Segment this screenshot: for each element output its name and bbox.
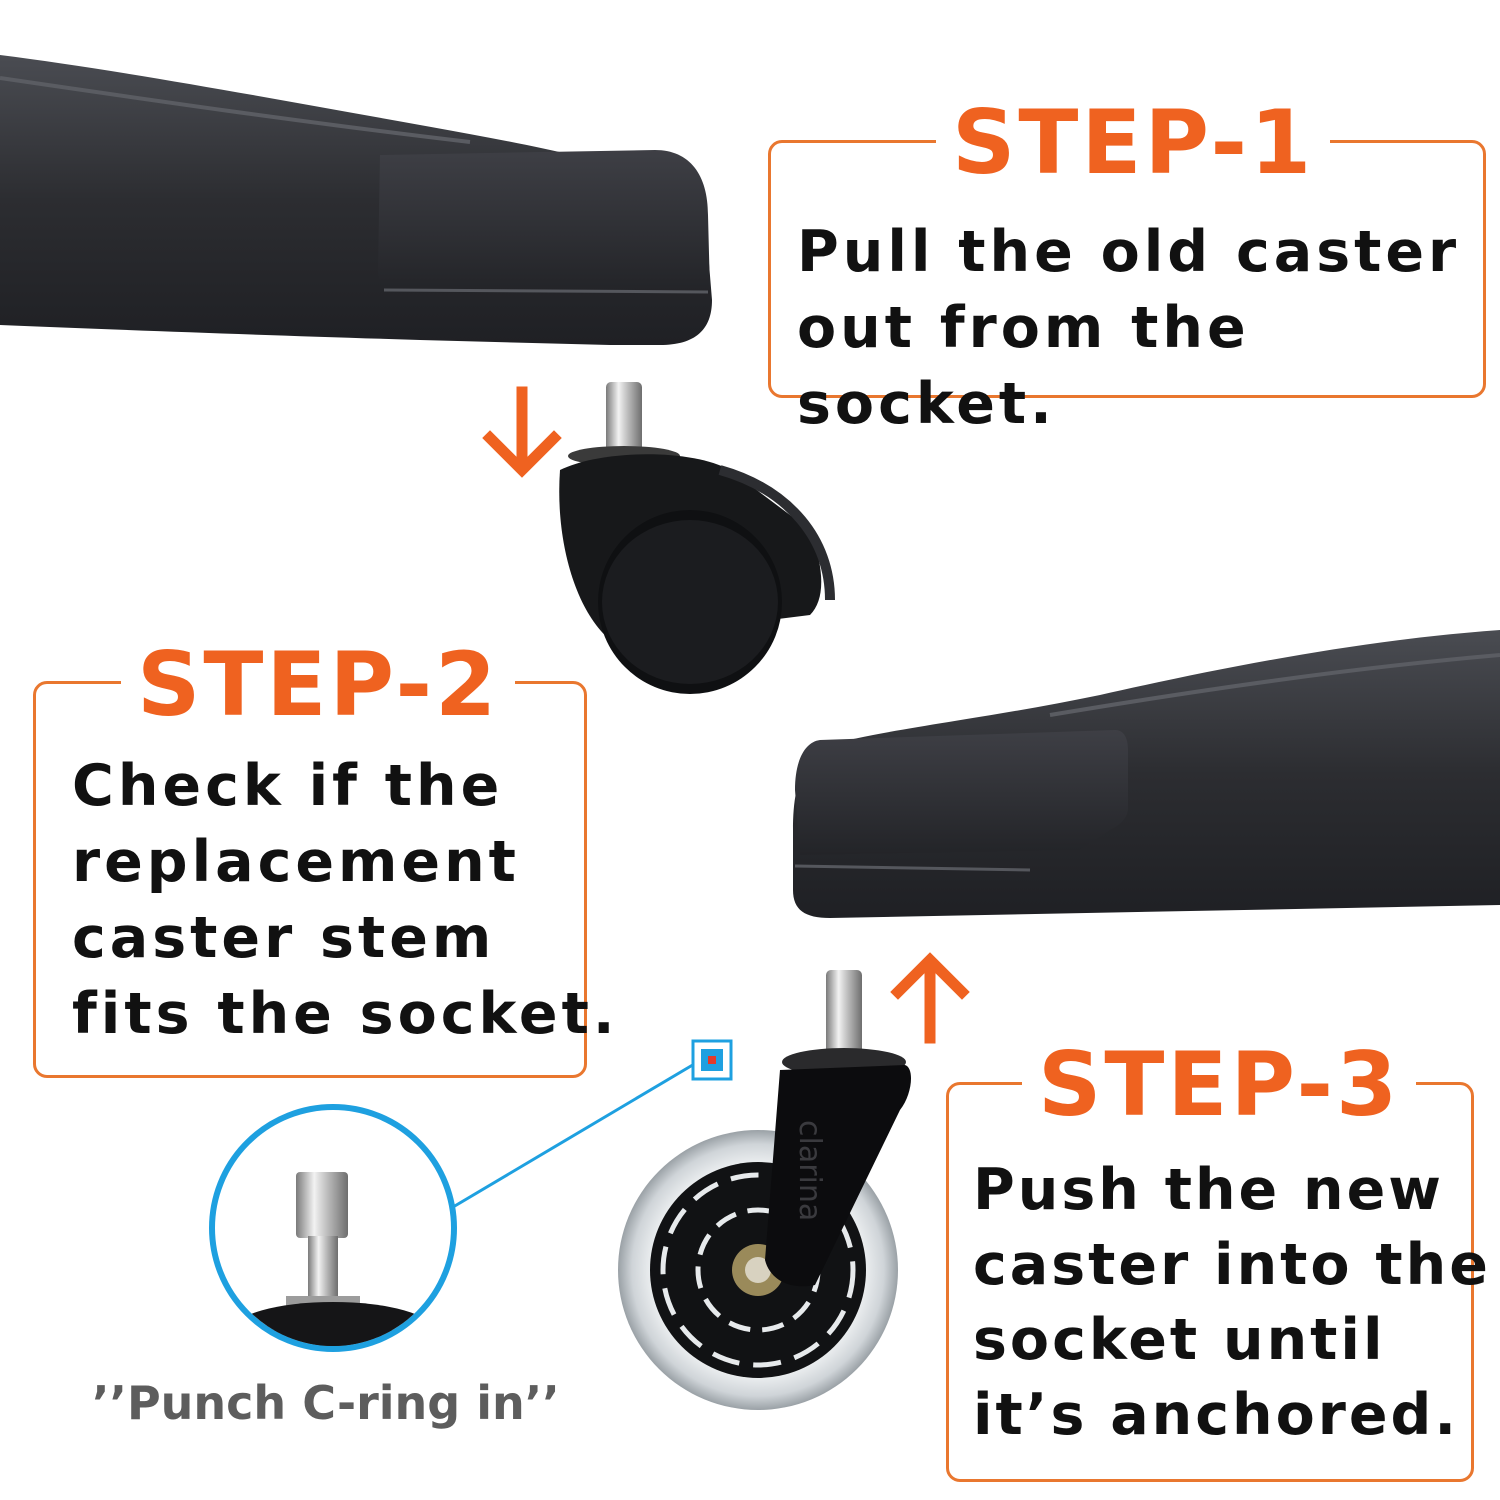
chair-base-arm-bottom [793,630,1500,918]
step-2-box [33,681,587,1078]
arrow-down-icon [482,386,562,478]
arrow-up-icon [890,952,970,1044]
chair-base-arm-top [0,55,712,345]
step-3-text: Push the new caster into the socket unti… [973,1157,1491,1448]
new-caster-image: clarina [618,970,912,1410]
step-2-text: Check if the replacement caster stem fit… [72,753,619,1047]
wheel-brand-text: clarina [792,1120,827,1221]
step-3-title: STEP-3 [1022,1041,1417,1129]
step-1-text: Pull the old caster out from the socket. [797,219,1461,437]
zoom-caption: ’’Punch C-ring in’’ [92,1376,560,1430]
old-caster-image [559,382,835,694]
step-3-box [946,1082,1474,1482]
step-1-title: STEP-1 [936,99,1331,187]
step-2-title: STEP-2 [121,641,516,729]
